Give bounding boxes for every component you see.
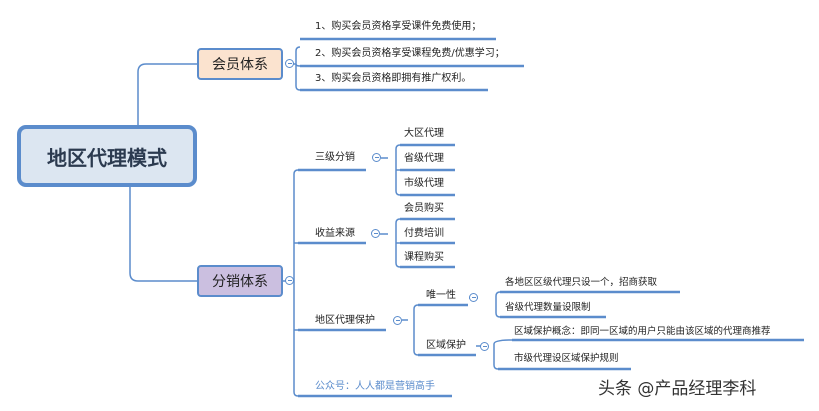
- area-protection-collapse-toggle[interactable]: [480, 342, 489, 351]
- uniqueness-item-2[interactable]: 省级代理数量设限制: [505, 302, 591, 313]
- three-level-item-3[interactable]: 市级代理: [404, 178, 444, 189]
- footer-account-label: 公众号：人人都是营销高手: [315, 381, 435, 392]
- three-level-item-2[interactable]: 省级代理: [404, 153, 444, 164]
- income-collapse-toggle[interactable]: [371, 229, 380, 238]
- member-collapse-toggle[interactable]: [285, 59, 294, 68]
- three-level-node[interactable]: 三级分销: [315, 152, 355, 163]
- income-node[interactable]: 收益来源: [315, 228, 355, 239]
- member-item-2[interactable]: 2、购买会员资格享受课程免费/优惠学习；: [315, 48, 505, 59]
- member-item-3[interactable]: 3、购买会员资格即拥有推广权利。: [315, 73, 472, 84]
- member-item-1[interactable]: 1、购买会员资格享受课件免费使用；: [315, 21, 482, 32]
- three-level-collapse-toggle[interactable]: [372, 153, 381, 162]
- area-protection-node[interactable]: 区域保护: [426, 340, 466, 351]
- uniqueness-collapse-toggle[interactable]: [469, 293, 478, 302]
- uniqueness-node[interactable]: 唯一性: [426, 290, 456, 301]
- income-item-2[interactable]: 付费培训: [404, 228, 444, 239]
- root-node[interactable]: 地区代理模式: [17, 125, 197, 187]
- income-item-3[interactable]: 课程购买: [404, 252, 444, 263]
- distribution-collapse-toggle[interactable]: [285, 276, 294, 285]
- area-protection-item-1[interactable]: 区域保护概念：即同一区域的用户只能由该区域的代理商推荐: [514, 326, 771, 337]
- watermark-text: 头条 @产品经理李科: [598, 379, 757, 399]
- three-level-item-1[interactable]: 大区代理: [404, 128, 444, 139]
- protection-collapse-toggle[interactable]: [393, 316, 402, 325]
- income-item-1[interactable]: 会员购买: [404, 203, 444, 214]
- distribution-system-node[interactable]: 分销体系: [197, 265, 283, 297]
- member-system-node[interactable]: 会员体系: [197, 48, 283, 80]
- protection-node[interactable]: 地区代理保护: [315, 315, 375, 326]
- area-protection-item-2[interactable]: 市级代理设区域保护规则: [514, 353, 619, 364]
- uniqueness-item-1[interactable]: 各地区区级代理只设一个，招商获取: [505, 277, 658, 288]
